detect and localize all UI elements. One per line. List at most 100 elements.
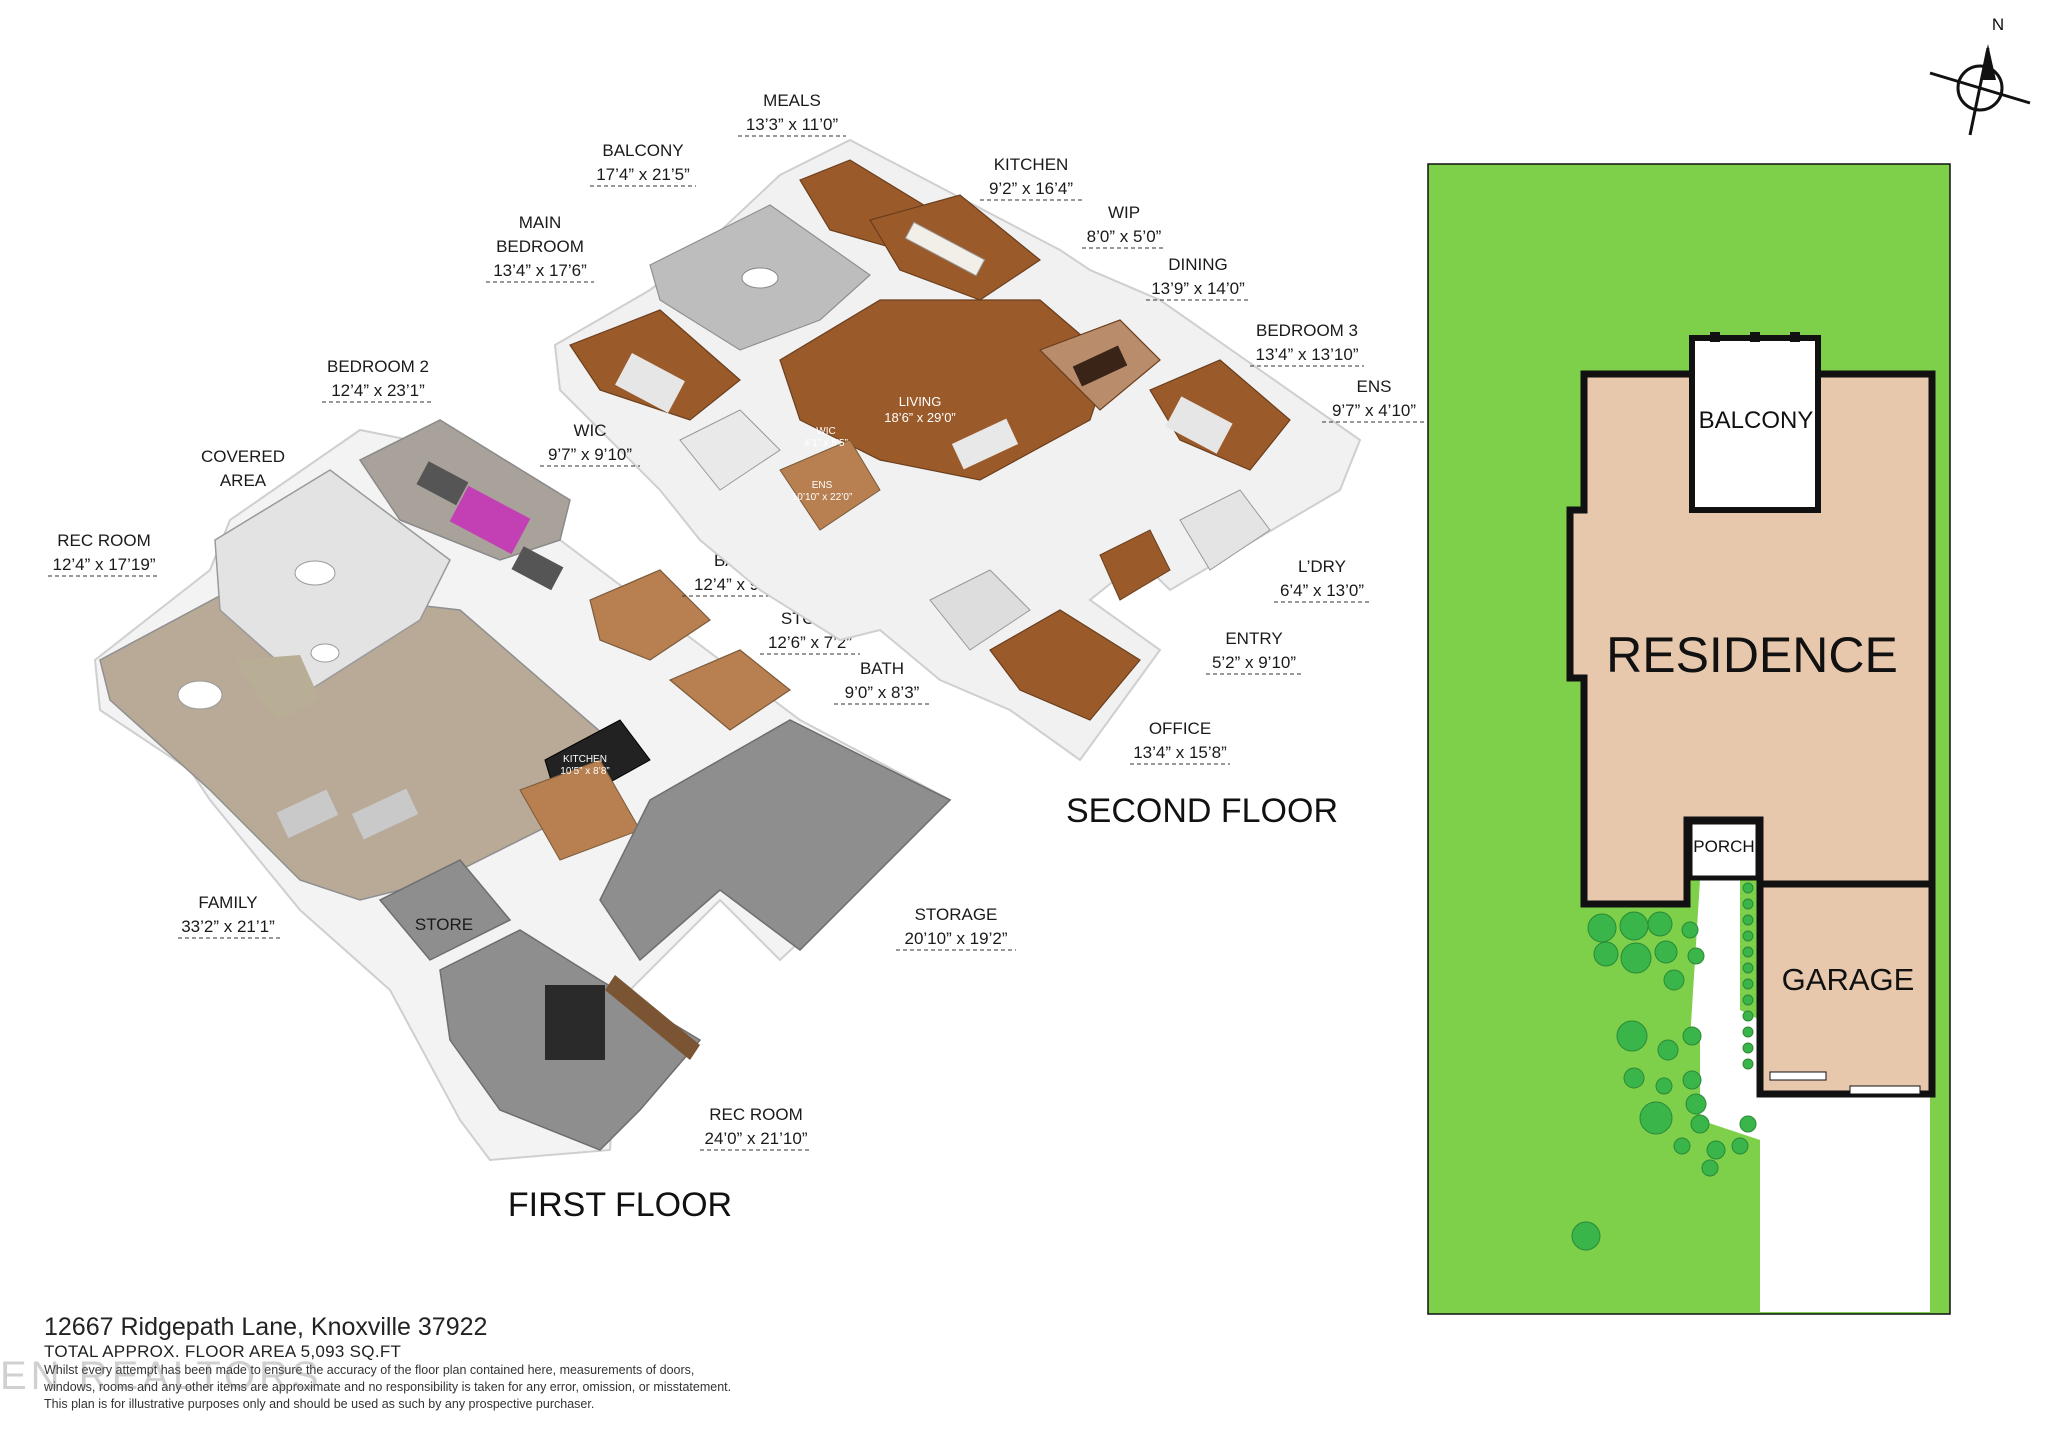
storage-floor (599, 719, 952, 962)
residence-label: RESIDENCE (1606, 627, 1898, 683)
second-kitchen-dims: 9’2” x 16’4” (989, 179, 1073, 198)
first-rec-room-name: REC ROOM (57, 531, 151, 550)
meals-name: MEALS (763, 91, 821, 110)
family-name: FAMILY (198, 893, 257, 912)
ens-inner-name: ENS (812, 480, 833, 491)
compass-icon (1929, 44, 2031, 136)
main-bedroom-name: MAIN (519, 213, 562, 232)
compass-north-label: N (1992, 15, 2004, 34)
balcony-name: BALCONY (602, 141, 683, 160)
ens-name: ENS (1357, 377, 1392, 396)
laundry-dims: 6’4” x 13’0” (1280, 581, 1364, 600)
lower-store-name: STORE (415, 915, 473, 934)
main-bedroom-floor (569, 309, 741, 421)
lower-store-floor (378, 859, 512, 961)
covered-area-floor (214, 469, 451, 691)
sofa-2 (351, 788, 419, 840)
covered-area-name: COVERED (201, 447, 285, 466)
laundry-floor (1179, 489, 1271, 571)
bedroom-3-bed (1165, 396, 1233, 454)
bedroom-2-bed-3 (511, 546, 564, 591)
meals-dims: 13’3” x 11’0” (746, 115, 839, 134)
wic-name: WIC (573, 421, 606, 440)
wic-floor (679, 409, 781, 491)
main-bedroom-name-2: BEDROOM (496, 237, 584, 256)
lower-rec-room-dims: 24’0” x 21’10” (704, 1129, 807, 1148)
site-balcony (1689, 335, 1821, 513)
property-address: 12667 Ridgepath Lane, Knoxville 37922 (44, 1313, 488, 1341)
first-floor-plan: REC ROOM 12’4” x 17’19” COVERED AREA BED… (48, 357, 1016, 1224)
total-floor-area: TOTAL APPROX. FLOOR AREA 5,093 SQ.FT (44, 1342, 402, 1361)
garden-bushes (1571, 882, 1757, 1251)
laundry-name: L’DRY (1298, 557, 1346, 576)
main-bedroom-dims: 13’4” x 17’6” (493, 261, 587, 280)
second-bath-floor (929, 569, 1031, 651)
bedroom-2-bed (449, 485, 531, 555)
first-floor-title: FIRST FLOOR (508, 1186, 732, 1224)
disclaimer-line-3: This plan is for illustrative purposes o… (44, 1397, 595, 1411)
site-porch (1687, 819, 1761, 881)
first-kitchen-name: KITCHEN (563, 754, 607, 765)
dining-dims: 13’9” x 14’0” (1151, 279, 1245, 298)
storage-name: STORAGE (915, 905, 998, 924)
office-dims: 13’4” x 15’8” (1133, 743, 1227, 762)
bedroom-3-floor (1149, 359, 1291, 471)
entry-name: ENTRY (1225, 629, 1282, 648)
first-store-dims: 12’6” x 7’2” (768, 633, 852, 652)
storage-dims: 20’10” x 19’2” (904, 929, 1007, 948)
first-rec-room-dims: 12’4” x 17’19” (52, 555, 155, 574)
site-garage (1756, 880, 1936, 1098)
ens-floor (779, 439, 881, 531)
dining-name: DINING (1168, 255, 1228, 274)
covered-area-name-2: AREA (220, 471, 267, 490)
sectional-sofa (235, 655, 320, 720)
second-floor-plan: MEALS 13’3” x 11’0” BALCONY 17’4” x 21’5… (486, 91, 1426, 830)
entry-floor (1099, 529, 1171, 601)
kitchen-island (904, 221, 986, 277)
office-floor (989, 609, 1141, 721)
second-floor-title: SECOND FLOOR (1066, 792, 1338, 830)
store-floor (668, 649, 792, 731)
disclaimer-line-2: windows, rooms and any other items are a… (44, 1380, 732, 1394)
living-floor (779, 299, 1111, 481)
sofa-1 (276, 789, 339, 839)
bedroom-3-name: BEDROOM 3 (1256, 321, 1358, 340)
disclaimer-line-1: Whilst every attempt has been made to en… (44, 1363, 695, 1377)
covered-area-table (294, 560, 336, 586)
office-name: OFFICE (1149, 719, 1211, 738)
balcony-table (741, 267, 779, 289)
rec-room-table (177, 680, 223, 710)
bedroom-2-bed-2 (416, 461, 469, 506)
main-bedroom-bed (615, 353, 685, 413)
living-name: LIVING (899, 394, 942, 409)
counter (605, 975, 700, 1060)
front-path (1690, 880, 1760, 1140)
family-dims: 33’2” x 21’1” (181, 917, 275, 936)
balcony-dims: 17’4” x 21’5” (596, 165, 690, 184)
site-balcony-label: BALCONY (1699, 407, 1814, 434)
dining-table (1072, 345, 1128, 387)
footer: 12667 Ridgepath Lane, Knoxville 37922 TO… (44, 1312, 944, 1413)
wic-inner-dims: 4’1” x 8’5” (804, 438, 848, 449)
site-garage-label: GARAGE (1782, 962, 1915, 997)
wic-dims: 9’7” x 9’10” (548, 445, 632, 464)
driveway (1760, 1076, 1930, 1312)
second-bath-dims: 9’0” x 8’3” (845, 683, 920, 702)
second-kitchen-name: KITCHEN (994, 155, 1069, 174)
bedroom-2-name: BEDROOM 2 (327, 357, 429, 376)
entry-dims: 5’2” x 9’10” (1212, 653, 1296, 672)
second-bath-name: BATH (860, 659, 904, 678)
realtor-watermark: EN REALTORS (0, 1354, 323, 1398)
covered-area-table-2 (310, 643, 340, 663)
bedroom-2-dims: 12’4” x 23’1” (331, 381, 425, 400)
bath-floor (589, 569, 711, 661)
wip-name: WIP (1108, 203, 1140, 222)
wip-dims: 8’0” x 5’0” (1087, 227, 1162, 246)
living-dims: 18’6” x 29’0” (884, 410, 956, 425)
site-plan: N (1427, 15, 2031, 1315)
ens-inner-dims: 10’10” x 22’0” (792, 492, 853, 503)
living-sofa (951, 418, 1019, 470)
ens-dims: 9’7” x 4’10” (1332, 401, 1416, 420)
bedroom-3-dims: 13’4” x 13’10” (1255, 345, 1358, 364)
